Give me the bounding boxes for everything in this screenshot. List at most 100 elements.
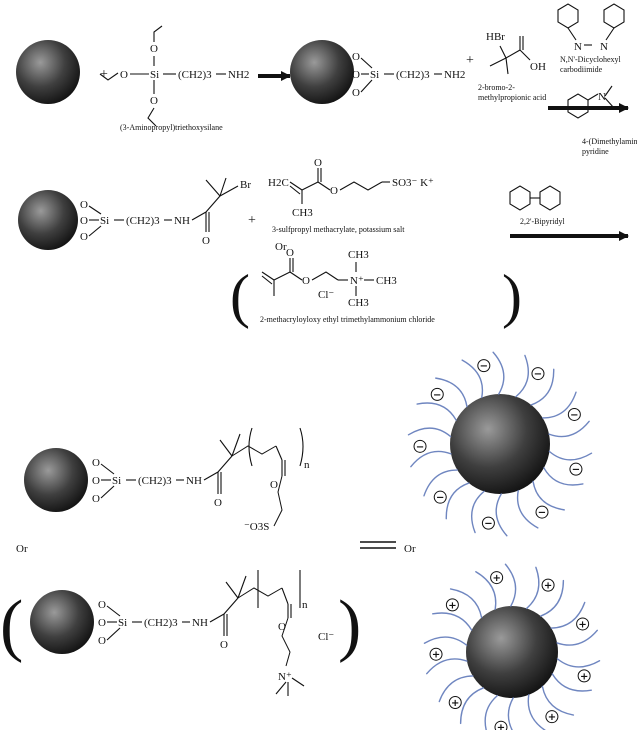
dcc-structure: N N <box>557 3 625 53</box>
svg-text:n: n <box>302 599 308 611</box>
svg-text:O: O <box>352 51 360 63</box>
svg-text:NH2: NH2 <box>444 69 465 81</box>
svg-text:n: n <box>304 459 310 471</box>
svg-text:−: − <box>480 361 488 372</box>
or-connector: Or <box>16 543 28 555</box>
anionic-brush-particle: −−−−−−−−− <box>407 351 593 537</box>
svg-text:NH: NH <box>192 617 208 629</box>
negative-charge-icon: − <box>433 490 447 504</box>
svg-text:O: O <box>80 215 88 227</box>
positive-charge-icon: + <box>494 720 508 730</box>
svg-text:+: + <box>448 600 456 611</box>
svg-text:−: − <box>538 508 546 519</box>
plus-sign: + <box>248 213 256 228</box>
bipyridyl-label: 2,2'-Bipyridyl <box>520 217 566 226</box>
svg-text:+: + <box>544 581 552 592</box>
svg-text:−: − <box>534 369 542 380</box>
svg-text:NH: NH <box>186 475 202 487</box>
svg-text:HBr: HBr <box>486 31 505 43</box>
svg-text:N: N <box>600 41 608 53</box>
polymer-chain <box>541 391 577 419</box>
nanoparticle <box>18 190 78 250</box>
svg-text:O: O <box>98 635 106 647</box>
bromo-acid-label: 2-bromo-2-methylpropionic acid <box>478 83 546 102</box>
polymer-chain <box>459 687 485 725</box>
plus-sign: + <box>466 53 474 68</box>
svg-text:CH3: CH3 <box>348 297 369 309</box>
polymer-chain <box>416 402 457 421</box>
polymer-chain <box>461 359 484 399</box>
svg-text:N: N <box>598 91 606 103</box>
metac-label: 2-methacryloyloxy ethyl trimethylammoniu… <box>260 315 435 324</box>
svg-text:O: O <box>286 247 294 259</box>
svg-text:(CH2)3: (CH2)3 <box>178 69 212 81</box>
svg-text:NH2: NH2 <box>228 69 249 81</box>
bipyridyl-structure <box>509 185 561 211</box>
polymer-chain <box>504 563 517 607</box>
silane-grafted-particle: O O O Si (CH2)3 NH2 <box>352 51 465 99</box>
positive-charge-icon: + <box>576 617 590 631</box>
paren-left: ( <box>0 587 23 664</box>
polymer-chain <box>507 697 514 730</box>
polymer-chain <box>438 675 474 703</box>
polymer-chain <box>532 480 565 511</box>
svg-text:+: + <box>432 650 440 661</box>
polymer-chain <box>423 636 468 646</box>
positive-charge-icon: + <box>577 669 591 683</box>
positive-charge-icon: + <box>448 696 462 710</box>
polymer-chain <box>432 612 473 631</box>
nanoparticle <box>290 40 354 104</box>
svg-text:O: O <box>314 157 322 169</box>
polymer-chain <box>527 694 547 730</box>
svg-text:−: − <box>484 519 492 530</box>
negative-charge-icon: − <box>569 462 583 476</box>
svg-text:+: + <box>580 671 588 682</box>
nanoparticle <box>24 448 88 512</box>
positive-charge-icon: + <box>429 647 443 661</box>
svg-text:O: O <box>120 69 128 81</box>
svg-text:(CH2)3: (CH2)3 <box>126 215 160 227</box>
svg-text:NH: NH <box>174 215 190 227</box>
svg-text:O: O <box>220 639 228 651</box>
svg-text:O: O <box>214 497 222 509</box>
negative-charge-icon: − <box>477 359 491 373</box>
svg-text:+: + <box>497 723 505 730</box>
negative-charge-icon: − <box>531 367 545 381</box>
svg-text:O: O <box>352 87 360 99</box>
polymer-chain <box>484 694 499 730</box>
polymer-chain <box>525 566 540 610</box>
bromo-acid-structure: HBr OH <box>486 31 546 75</box>
aptes-structure: Si O O O (CH2)3 NH2 <box>99 25 249 127</box>
dmap-structure: N <box>567 85 615 119</box>
polymer-chain <box>548 450 593 461</box>
svg-text:Br: Br <box>240 179 251 191</box>
svg-text:(CH2)3: (CH2)3 <box>144 617 178 629</box>
polymer-chain <box>445 482 470 520</box>
nanoparticle <box>466 606 558 698</box>
svg-text:O: O <box>150 43 158 55</box>
svg-text:O: O <box>150 95 158 107</box>
polymer-chain <box>516 489 539 529</box>
polymer-chain <box>539 579 565 617</box>
polymer-chain <box>410 450 452 468</box>
nanoparticle <box>450 394 550 494</box>
plus-sign: + <box>100 67 108 82</box>
svg-text:O: O <box>80 231 88 243</box>
polymer-chain <box>475 571 497 610</box>
anionic-brush-product: O O O Si (CH2)3 NH O n O ⁻O3S <box>92 427 310 533</box>
nanoparticle <box>16 40 80 104</box>
positive-charge-icon: + <box>490 571 504 585</box>
svg-text:SO3⁻ K⁺: SO3⁻ K⁺ <box>392 177 434 189</box>
svg-text:−: − <box>570 410 578 421</box>
svg-text:+: + <box>451 698 459 709</box>
svg-text:+: + <box>492 573 500 584</box>
negative-charge-icon: − <box>481 516 495 530</box>
paren-right: ) <box>338 587 361 664</box>
svg-text:Cl⁻: Cl⁻ <box>318 631 334 643</box>
polymer-chain <box>541 685 575 716</box>
nanoparticle <box>30 590 94 654</box>
svg-text:O: O <box>92 493 100 505</box>
polymer-chain <box>551 673 592 692</box>
cationic-brush-product: O O O Si (CH2)3 NH O n O N⁺ Cl⁻ <box>98 570 334 696</box>
polymer-chain <box>423 469 459 497</box>
